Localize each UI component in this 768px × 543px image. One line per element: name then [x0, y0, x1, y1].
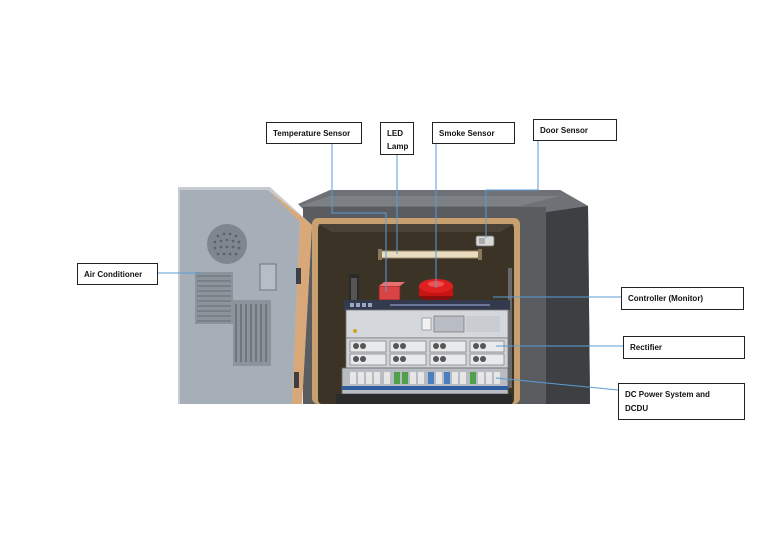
cabinet-door — [178, 187, 312, 404]
smoke-sensor-label: Smoke Sensor — [432, 122, 515, 144]
led-lamp-text-line1: LED — [387, 127, 407, 140]
smoke-sensor-text: Smoke Sensor — [439, 129, 495, 138]
temperature-sensor-text: Temperature Sensor — [273, 129, 350, 138]
controller-label: Controller (Monitor) — [621, 287, 744, 310]
led-lamp-label: LED Lamp — [380, 122, 414, 155]
temperature-sensor-label: Temperature Sensor — [266, 122, 362, 144]
led-lamp — [378, 249, 482, 260]
rectifier-label: Rectifier — [623, 336, 745, 359]
dc-power-text-line2: DCDU — [625, 402, 738, 416]
dc-power-text-line1: DC Power System and — [625, 388, 738, 402]
door-sensor — [476, 236, 494, 246]
controller-text: Controller (Monitor) — [628, 294, 703, 303]
air-conditioner-label: Air Conditioner — [77, 263, 158, 285]
dc-power-label: DC Power System and DCDU — [618, 383, 745, 420]
door-sensor-text: Door Sensor — [540, 126, 588, 135]
equipment-rack — [336, 300, 512, 404]
door-sensor-label: Door Sensor — [533, 119, 617, 141]
led-lamp-text-line2: Lamp — [387, 140, 407, 153]
rectifier-text: Rectifier — [630, 343, 662, 352]
air-conditioner-text: Air Conditioner — [84, 270, 142, 279]
